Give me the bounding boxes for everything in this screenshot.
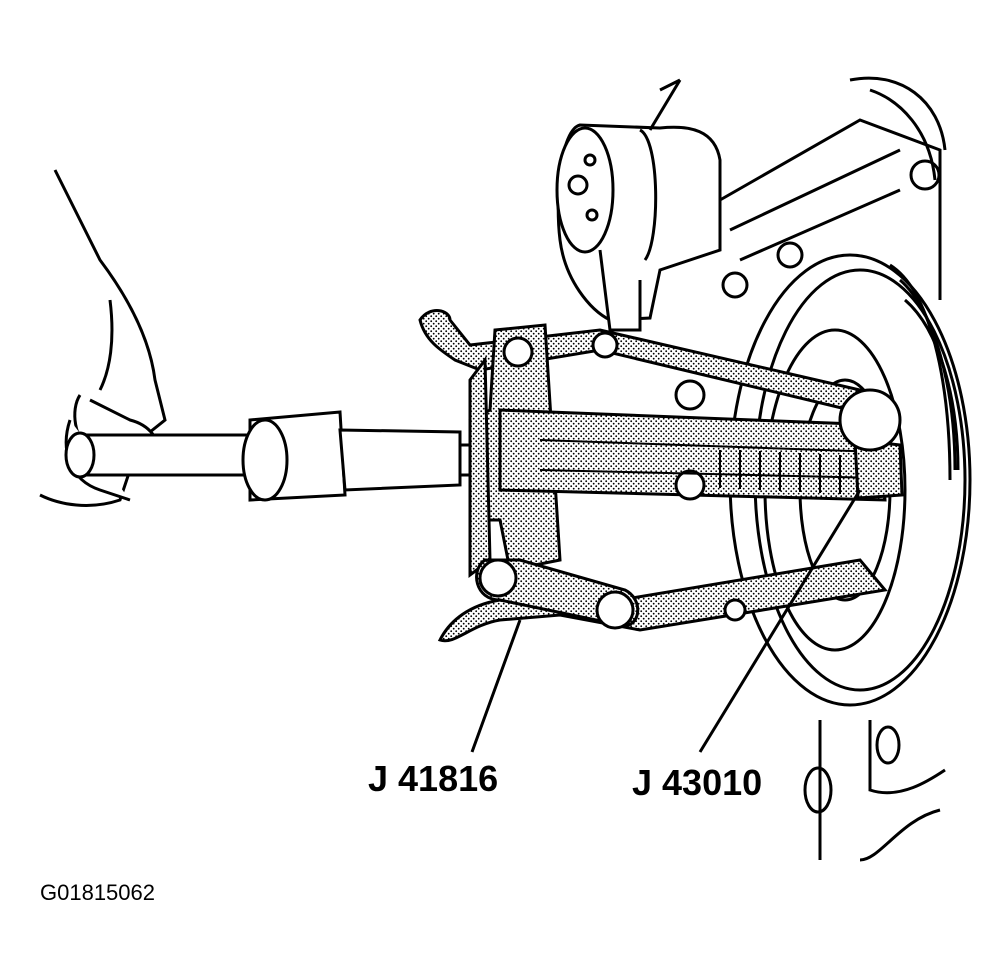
leader-lines [470,489,862,753]
adapter-j43010 [838,388,904,500]
engine-front-cover [719,76,947,862]
leader-line-j43010 [698,489,862,753]
callout-j43010: J 43010 [632,762,763,803]
puller-j41816 [418,309,888,643]
ratchet-extension [64,410,487,502]
callout-j41816: J 41816 [368,758,499,799]
leader-line-j41816 [470,619,522,753]
belt-tensioner [555,78,722,332]
figure-id: G01815062 [40,880,155,905]
forcing-screw-threads [539,439,881,494]
hand [39,169,167,507]
